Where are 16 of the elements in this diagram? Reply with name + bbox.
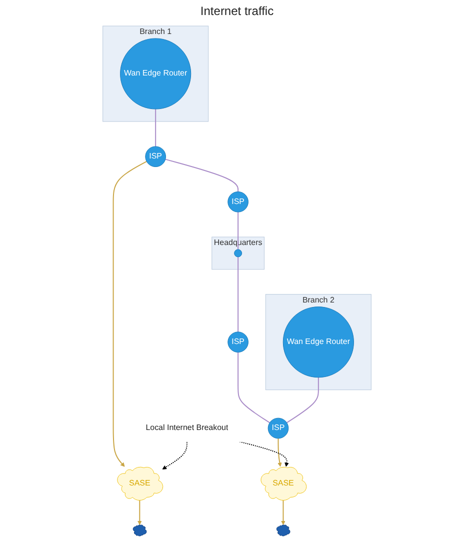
connector xyxy=(155,108,156,147)
arrow xyxy=(137,499,142,526)
node-circle xyxy=(234,249,242,258)
arrow xyxy=(278,438,282,467)
node-cloud xyxy=(132,524,147,536)
arrow xyxy=(162,441,188,470)
note-text: Internet traffic xyxy=(200,4,274,18)
node-cloud xyxy=(276,524,290,536)
connector xyxy=(286,376,319,424)
arrow xyxy=(112,160,148,467)
connector xyxy=(238,352,270,424)
connector xyxy=(238,212,239,250)
connector xyxy=(238,256,239,332)
arrow xyxy=(281,499,286,526)
arrow xyxy=(239,441,289,467)
connector xyxy=(164,158,239,192)
